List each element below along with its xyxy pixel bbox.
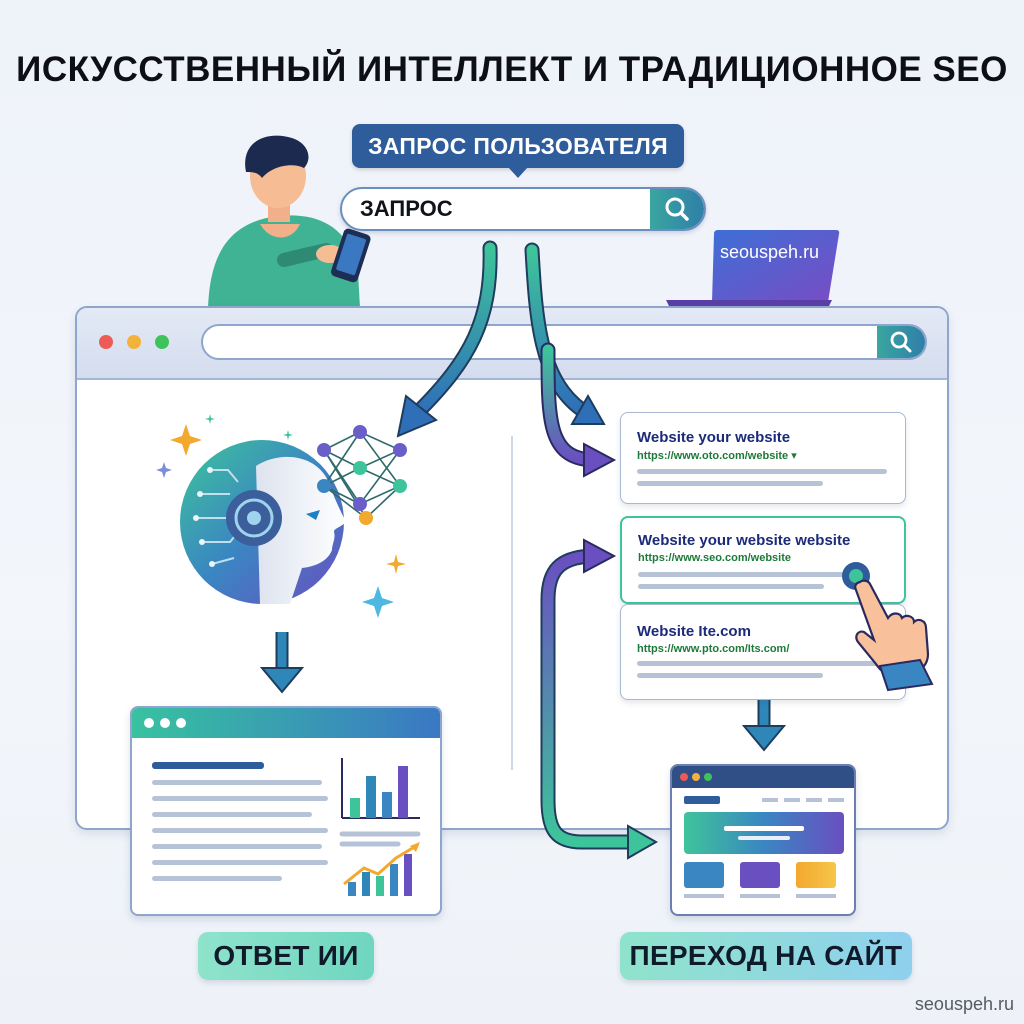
bar-chart-icon [339, 758, 421, 896]
snippet-line [637, 481, 823, 486]
browser-toolbar [77, 308, 947, 380]
search-icon [665, 197, 689, 221]
smartphone-icon [331, 228, 371, 283]
result-title[interactable]: Website Ite.com [637, 623, 751, 640]
user-query-badge: ЗАПРОС ПОЛЬЗОВАТЕЛЯ [352, 124, 684, 178]
query-search-box[interactable]: ЗАПРОС [340, 187, 706, 231]
website-preview[interactable] [670, 764, 856, 916]
result-url[interactable]: https://www.seo.com/website [638, 552, 792, 564]
result-title[interactable]: Website your website website [638, 532, 851, 549]
neural-network-icon [317, 425, 407, 525]
site-visit-label: ПЕРЕХОД НА САЙТ [620, 932, 912, 980]
ai-answer-label: ОТВЕТ ИИ [198, 932, 374, 980]
robot-head-icon [156, 414, 406, 618]
minimize-dot-icon[interactable] [127, 335, 141, 349]
hero-banner [684, 812, 844, 854]
column-divider [511, 436, 513, 770]
snippet-line [638, 572, 868, 577]
answer-heading-line [152, 762, 264, 769]
snippet-line [637, 661, 887, 666]
result-url[interactable]: https://www.pto.com/Its.com/ [637, 643, 790, 655]
site-titlebar [672, 766, 854, 788]
snippet-line [637, 469, 887, 474]
panel-titlebar [132, 708, 440, 738]
search-input-value[interactable]: ЗАПРОС [360, 196, 453, 221]
search-result-1[interactable]: Website your website https://www.oto.com… [620, 412, 906, 504]
maximize-dot-icon[interactable] [155, 335, 169, 349]
ai-answer-panel [130, 706, 442, 916]
snippet-line [638, 584, 824, 589]
search-result-2[interactable]: Website your website website https://www… [620, 516, 906, 604]
page-title: ИСКУССТВЕННЫЙ ИНТЕЛЛЕКТ И ТРАДИЦИОННОЕ S… [16, 50, 1008, 89]
pointing-hand-icon [842, 562, 934, 692]
laptop-screen-label: seouspeh.ru [720, 242, 820, 262]
user-icon [208, 135, 371, 308]
close-dot-icon[interactable] [99, 335, 113, 349]
result-url[interactable]: https://www.oto.com/website ▾ [637, 450, 797, 462]
snippet-line [637, 673, 823, 678]
search-icon [890, 331, 912, 353]
browser-address-bar[interactable] [201, 324, 927, 360]
footer-watermark: seouspeh.ru [914, 994, 1014, 1014]
sparkle-icon [170, 424, 202, 456]
result-title[interactable]: Website your website [637, 429, 791, 446]
search-button[interactable] [650, 189, 704, 229]
browser-search-button[interactable] [877, 326, 925, 358]
search-result-3[interactable]: Website Ite.com https://www.pto.com/Its.… [620, 604, 906, 700]
